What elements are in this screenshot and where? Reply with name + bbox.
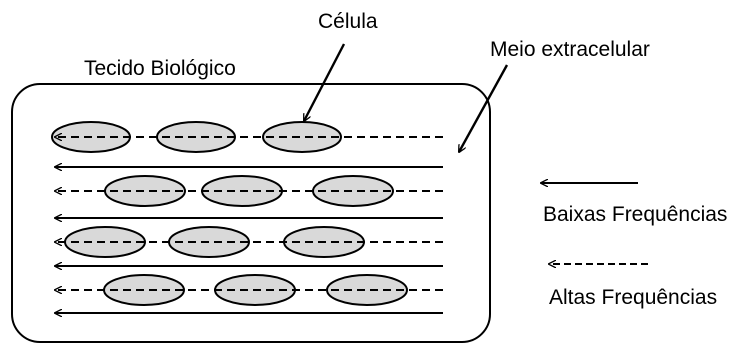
tissue-label: Tecido Biológico	[84, 57, 236, 80]
cell	[262, 121, 342, 153]
cells-group	[51, 121, 408, 306]
cell-pointer-arrow	[302, 43, 346, 121]
cell-label: Célula	[318, 10, 378, 33]
extracellular-label: Meio extracelular	[490, 38, 650, 61]
low-frequency-current-lines	[55, 167, 443, 313]
extracellular-pointer-arrow	[459, 64, 509, 152]
high-frequency-label: Altas Frequências	[549, 286, 717, 309]
cell	[326, 274, 408, 306]
tissue-boundary	[11, 83, 491, 343]
high-frequency-current-lines	[55, 137, 443, 290]
low-frequency-label: Baixas Frequências	[543, 203, 727, 226]
